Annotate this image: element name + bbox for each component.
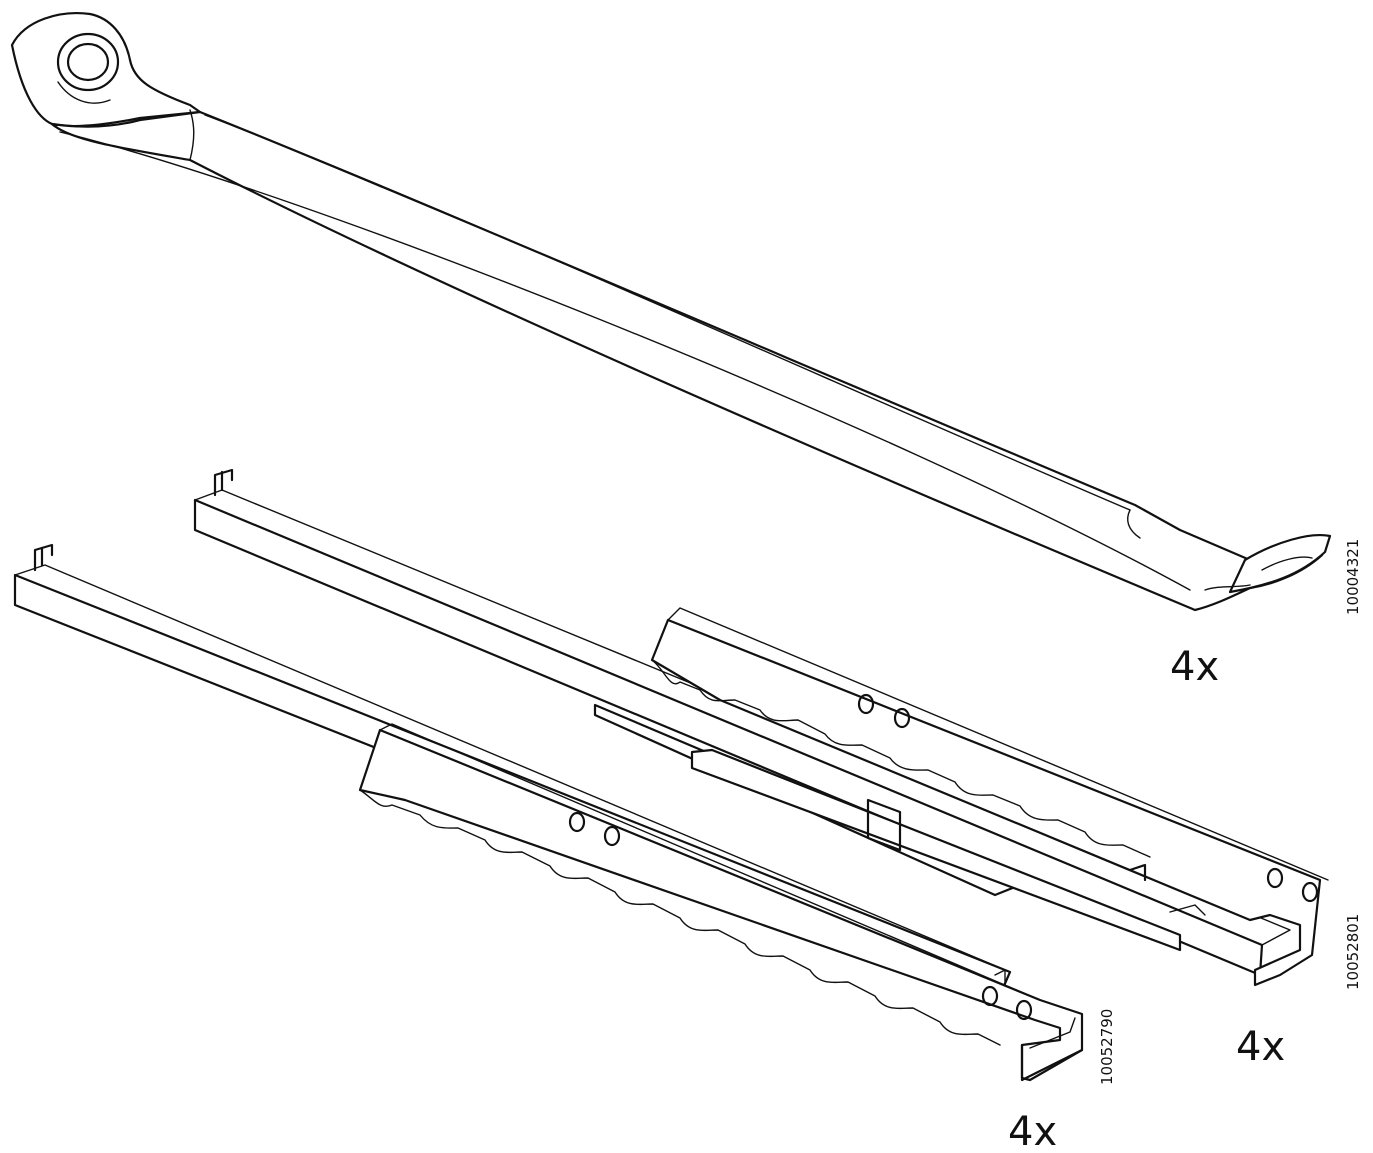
quantity-label-slide-lower: 4x	[1008, 1109, 1057, 1153]
part-code-stay-arm: 10004321	[1344, 539, 1362, 615]
stay-arm-icon	[10, 12, 1332, 612]
drawer-slide-icon	[193, 468, 1329, 987]
drawer-slide-icon	[13, 543, 1084, 1082]
part-code-slide-lower: 10052790	[1098, 1009, 1116, 1085]
quantity-label-slide-upper: 4x	[1236, 1024, 1285, 1070]
quantity-label-stay-arm: 4x	[1170, 644, 1219, 690]
part-code-slide-upper: 10052801	[1344, 914, 1362, 990]
